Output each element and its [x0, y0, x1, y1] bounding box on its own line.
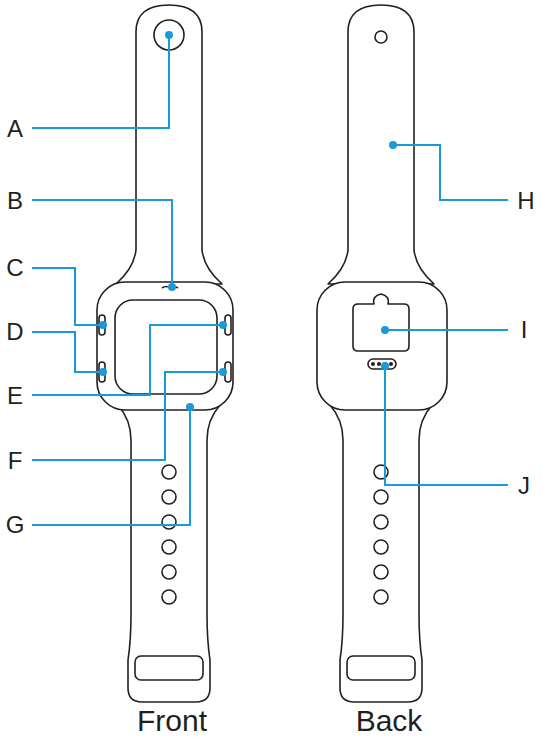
callout-letter: D — [6, 320, 23, 344]
strap-hole — [162, 490, 176, 504]
strap-hole — [162, 565, 176, 579]
view-caption: Front — [137, 706, 207, 736]
callout-letter: H — [517, 189, 534, 213]
callout-letter: B — [7, 189, 23, 213]
strap-hole — [162, 590, 176, 604]
callout-letter: I — [521, 318, 528, 342]
strap-hole — [374, 540, 388, 554]
strap-hole — [162, 515, 176, 529]
leader-dots — [99, 31, 397, 411]
strap-hole — [162, 540, 176, 554]
sensor-window — [353, 294, 409, 351]
leader-lines — [32, 35, 508, 525]
callout-letter: F — [8, 449, 23, 473]
callout-letter: J — [518, 474, 530, 498]
strap-hole — [374, 490, 388, 504]
callout-letter: A — [7, 117, 23, 141]
strap-hole — [374, 590, 388, 604]
front-strap-lower — [118, 405, 220, 702]
strap-hole — [374, 565, 388, 579]
callout-letter: C — [6, 256, 23, 280]
strap-slot — [347, 656, 415, 680]
charging-pins — [368, 359, 396, 369]
strap-holes — [162, 465, 388, 604]
callout-letter: G — [6, 513, 25, 537]
callout-letter: E — [7, 384, 23, 408]
back-strap-lower — [330, 405, 432, 702]
strap-slot — [135, 656, 203, 680]
strap-hole — [374, 515, 388, 529]
strap-hole-back — [375, 31, 387, 43]
strap-hole — [162, 465, 176, 479]
view-caption: Back — [356, 706, 423, 736]
back-case — [317, 282, 447, 410]
